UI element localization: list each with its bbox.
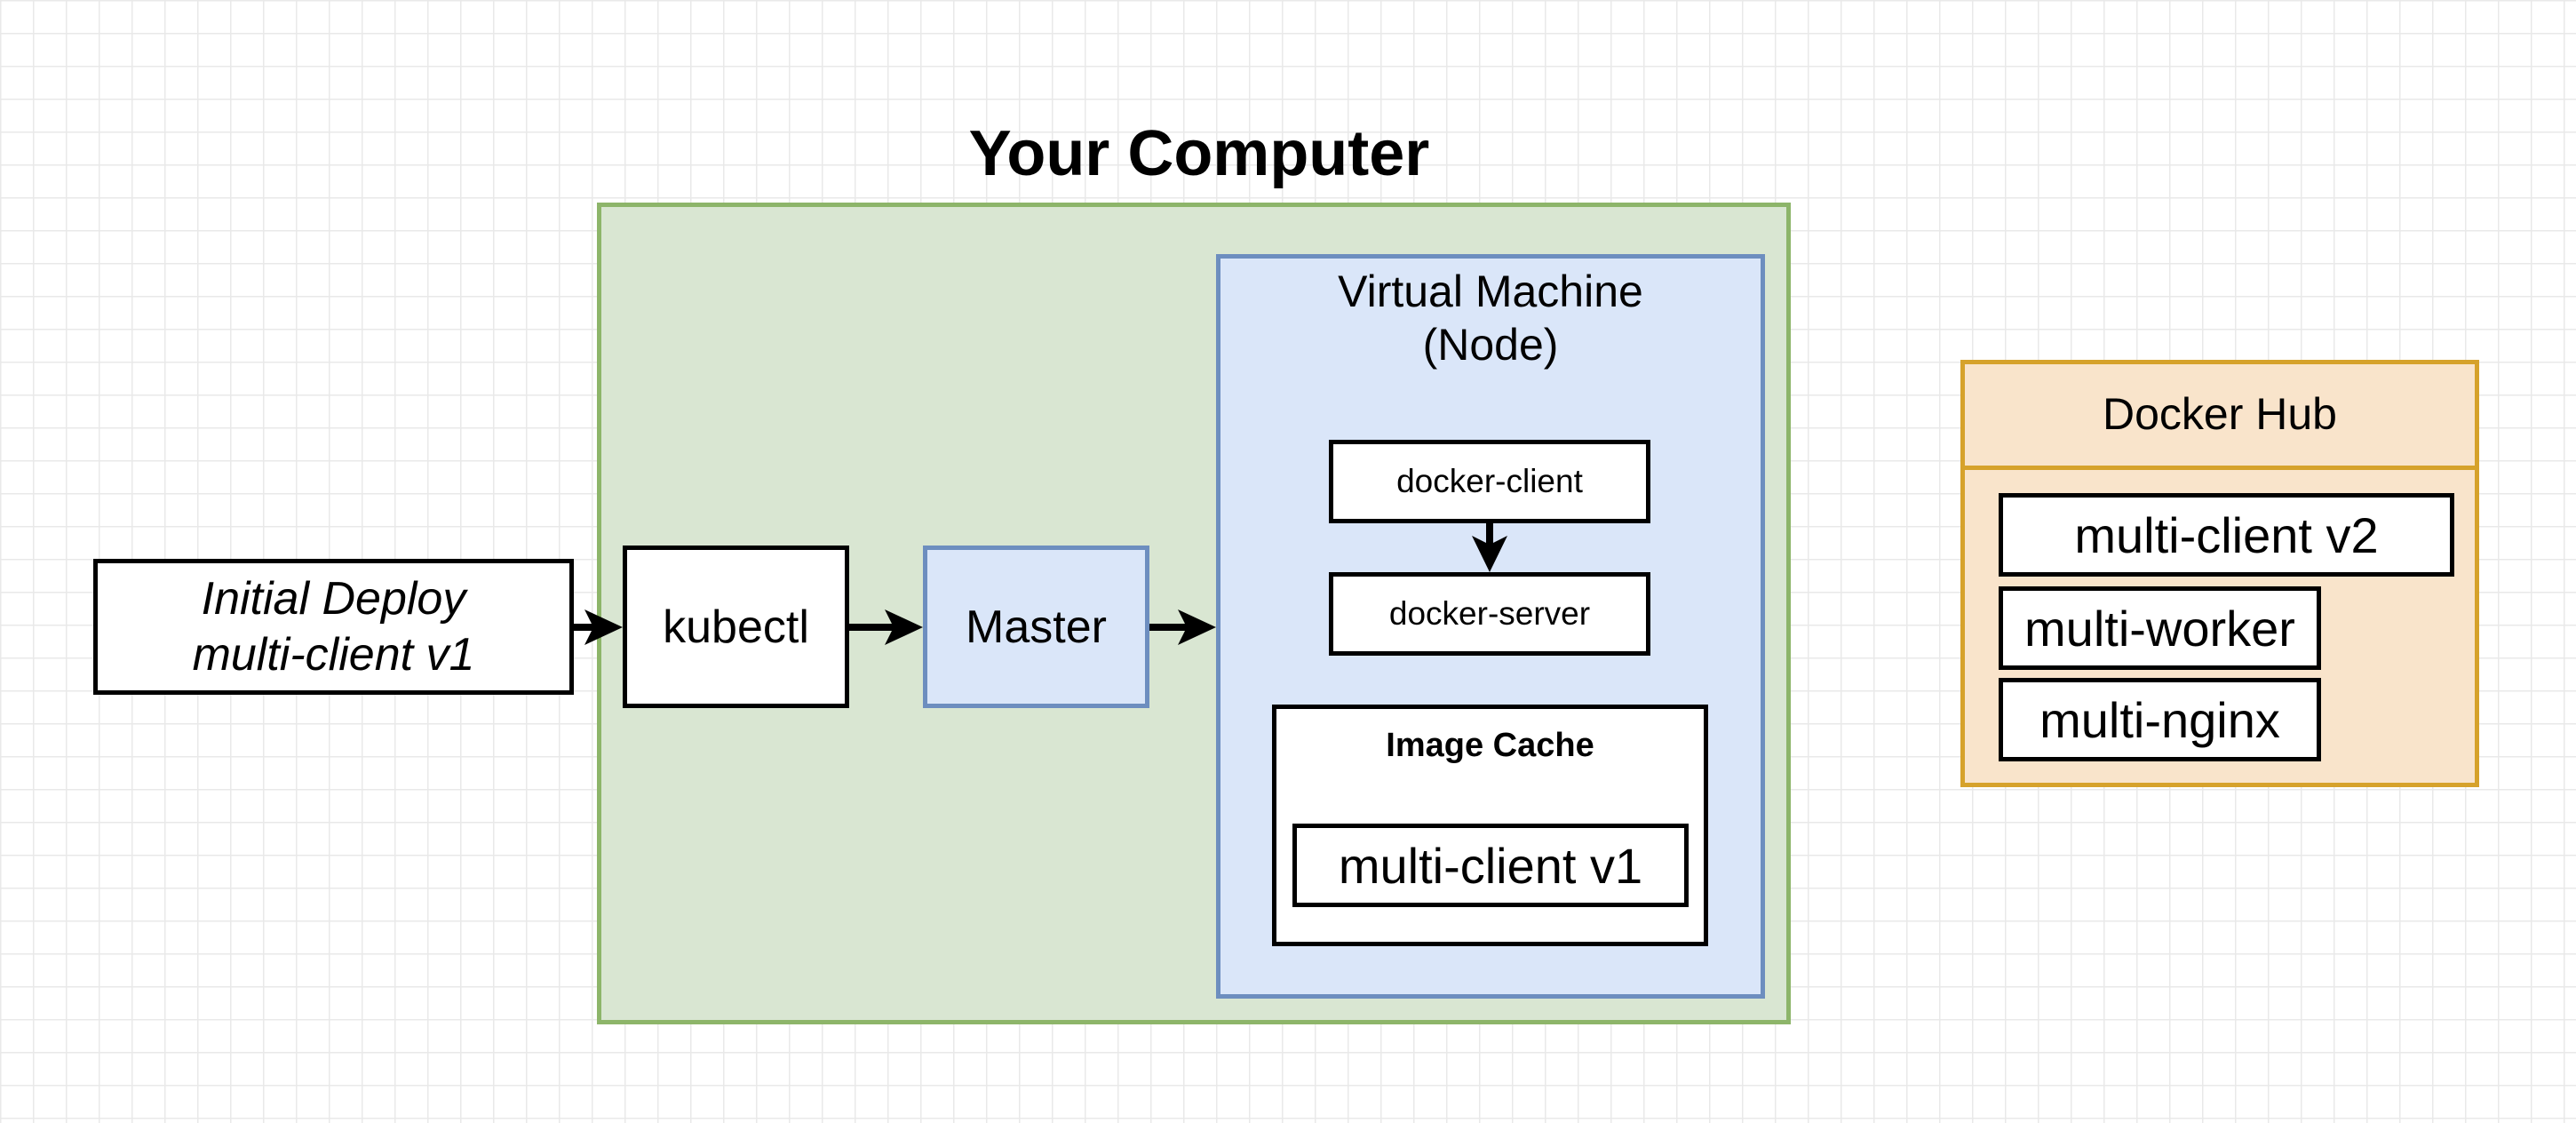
docker-hub-image-multi-client-v2[interactable]: multi-client v2 — [1999, 493, 2454, 577]
arrowhead-docker-server — [1472, 536, 1507, 572]
master-box[interactable]: Master — [923, 546, 1149, 708]
docker-hub-divider — [1960, 466, 2479, 470]
docker-hub-label: Docker Hub — [2103, 389, 2337, 439]
kubectl-box[interactable]: kubectl — [623, 546, 849, 708]
arrowhead-kubectl — [584, 609, 623, 645]
image-cache-label: Image Cache — [1386, 727, 1594, 764]
initial-deploy-box[interactable]: Initial Deploy multi-client v1 — [93, 559, 574, 695]
virtual-machine-label: Virtual Machine (Node) — [1338, 267, 1643, 370]
docker-hub-image-multi-nginx[interactable]: multi-nginx — [1999, 678, 2321, 761]
image-cache-item[interactable]: multi-client v1 — [1292, 824, 1689, 907]
arrowhead-vm — [1178, 609, 1216, 645]
arrowhead-master — [885, 609, 923, 645]
page-title: Your Computer — [968, 118, 1430, 189]
docker-hub-image-multi-worker[interactable]: multi-worker — [1999, 586, 2321, 670]
docker-client-box[interactable]: docker-client — [1329, 440, 1650, 523]
docker-server-box[interactable]: docker-server — [1329, 572, 1650, 656]
